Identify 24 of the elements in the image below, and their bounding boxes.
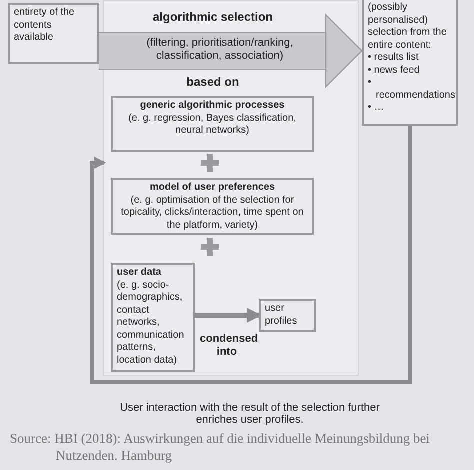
- block-arrow: [99, 14, 363, 88]
- loop-note: User interaction with the result of the selection further enriches user profiles.: [119, 402, 381, 426]
- box-text: (e. g. optimisation of the selection for topicality, clicks/interaction, time spent on the platform, variety): [120, 194, 305, 232]
- process-box: [111, 96, 314, 152]
- result-heading: (possibly personalised) selection from the entire content:: [368, 2, 448, 52]
- selection-result-box: [362, 0, 458, 126]
- arrow: [90, 126, 412, 384]
- user-data-box: [111, 263, 195, 372]
- box-heading: user data: [117, 267, 162, 280]
- section-label: based on: [186, 75, 240, 89]
- user-profiles-box: [259, 299, 316, 332]
- result-item: • results list: [368, 52, 420, 64]
- box-text: (e. g. socio-demographics, contact networks, communication patterns, location data): [117, 280, 186, 367]
- section-heading: algorithmic selection: [152, 10, 274, 24]
- content-box: [8, 3, 99, 64]
- source-caption: Source: HBI (2018): Auswirkungen auf die individuelle Meinungsbildung bei Nutzenden. Hamburg: [10, 430, 431, 464]
- result-item: • news feed: [368, 64, 421, 77]
- box-heading: generic algorithmic processes: [139, 100, 286, 112]
- box-text: (e. g. regression, Bayes classification, neural networks): [128, 112, 298, 138]
- result-item: • …: [368, 102, 386, 114]
- preferences-box: [111, 178, 314, 235]
- box-text: user profiles: [265, 303, 298, 328]
- box-text: entirety of the contents available: [14, 7, 76, 44]
- box-heading: model of user preferences: [148, 182, 276, 194]
